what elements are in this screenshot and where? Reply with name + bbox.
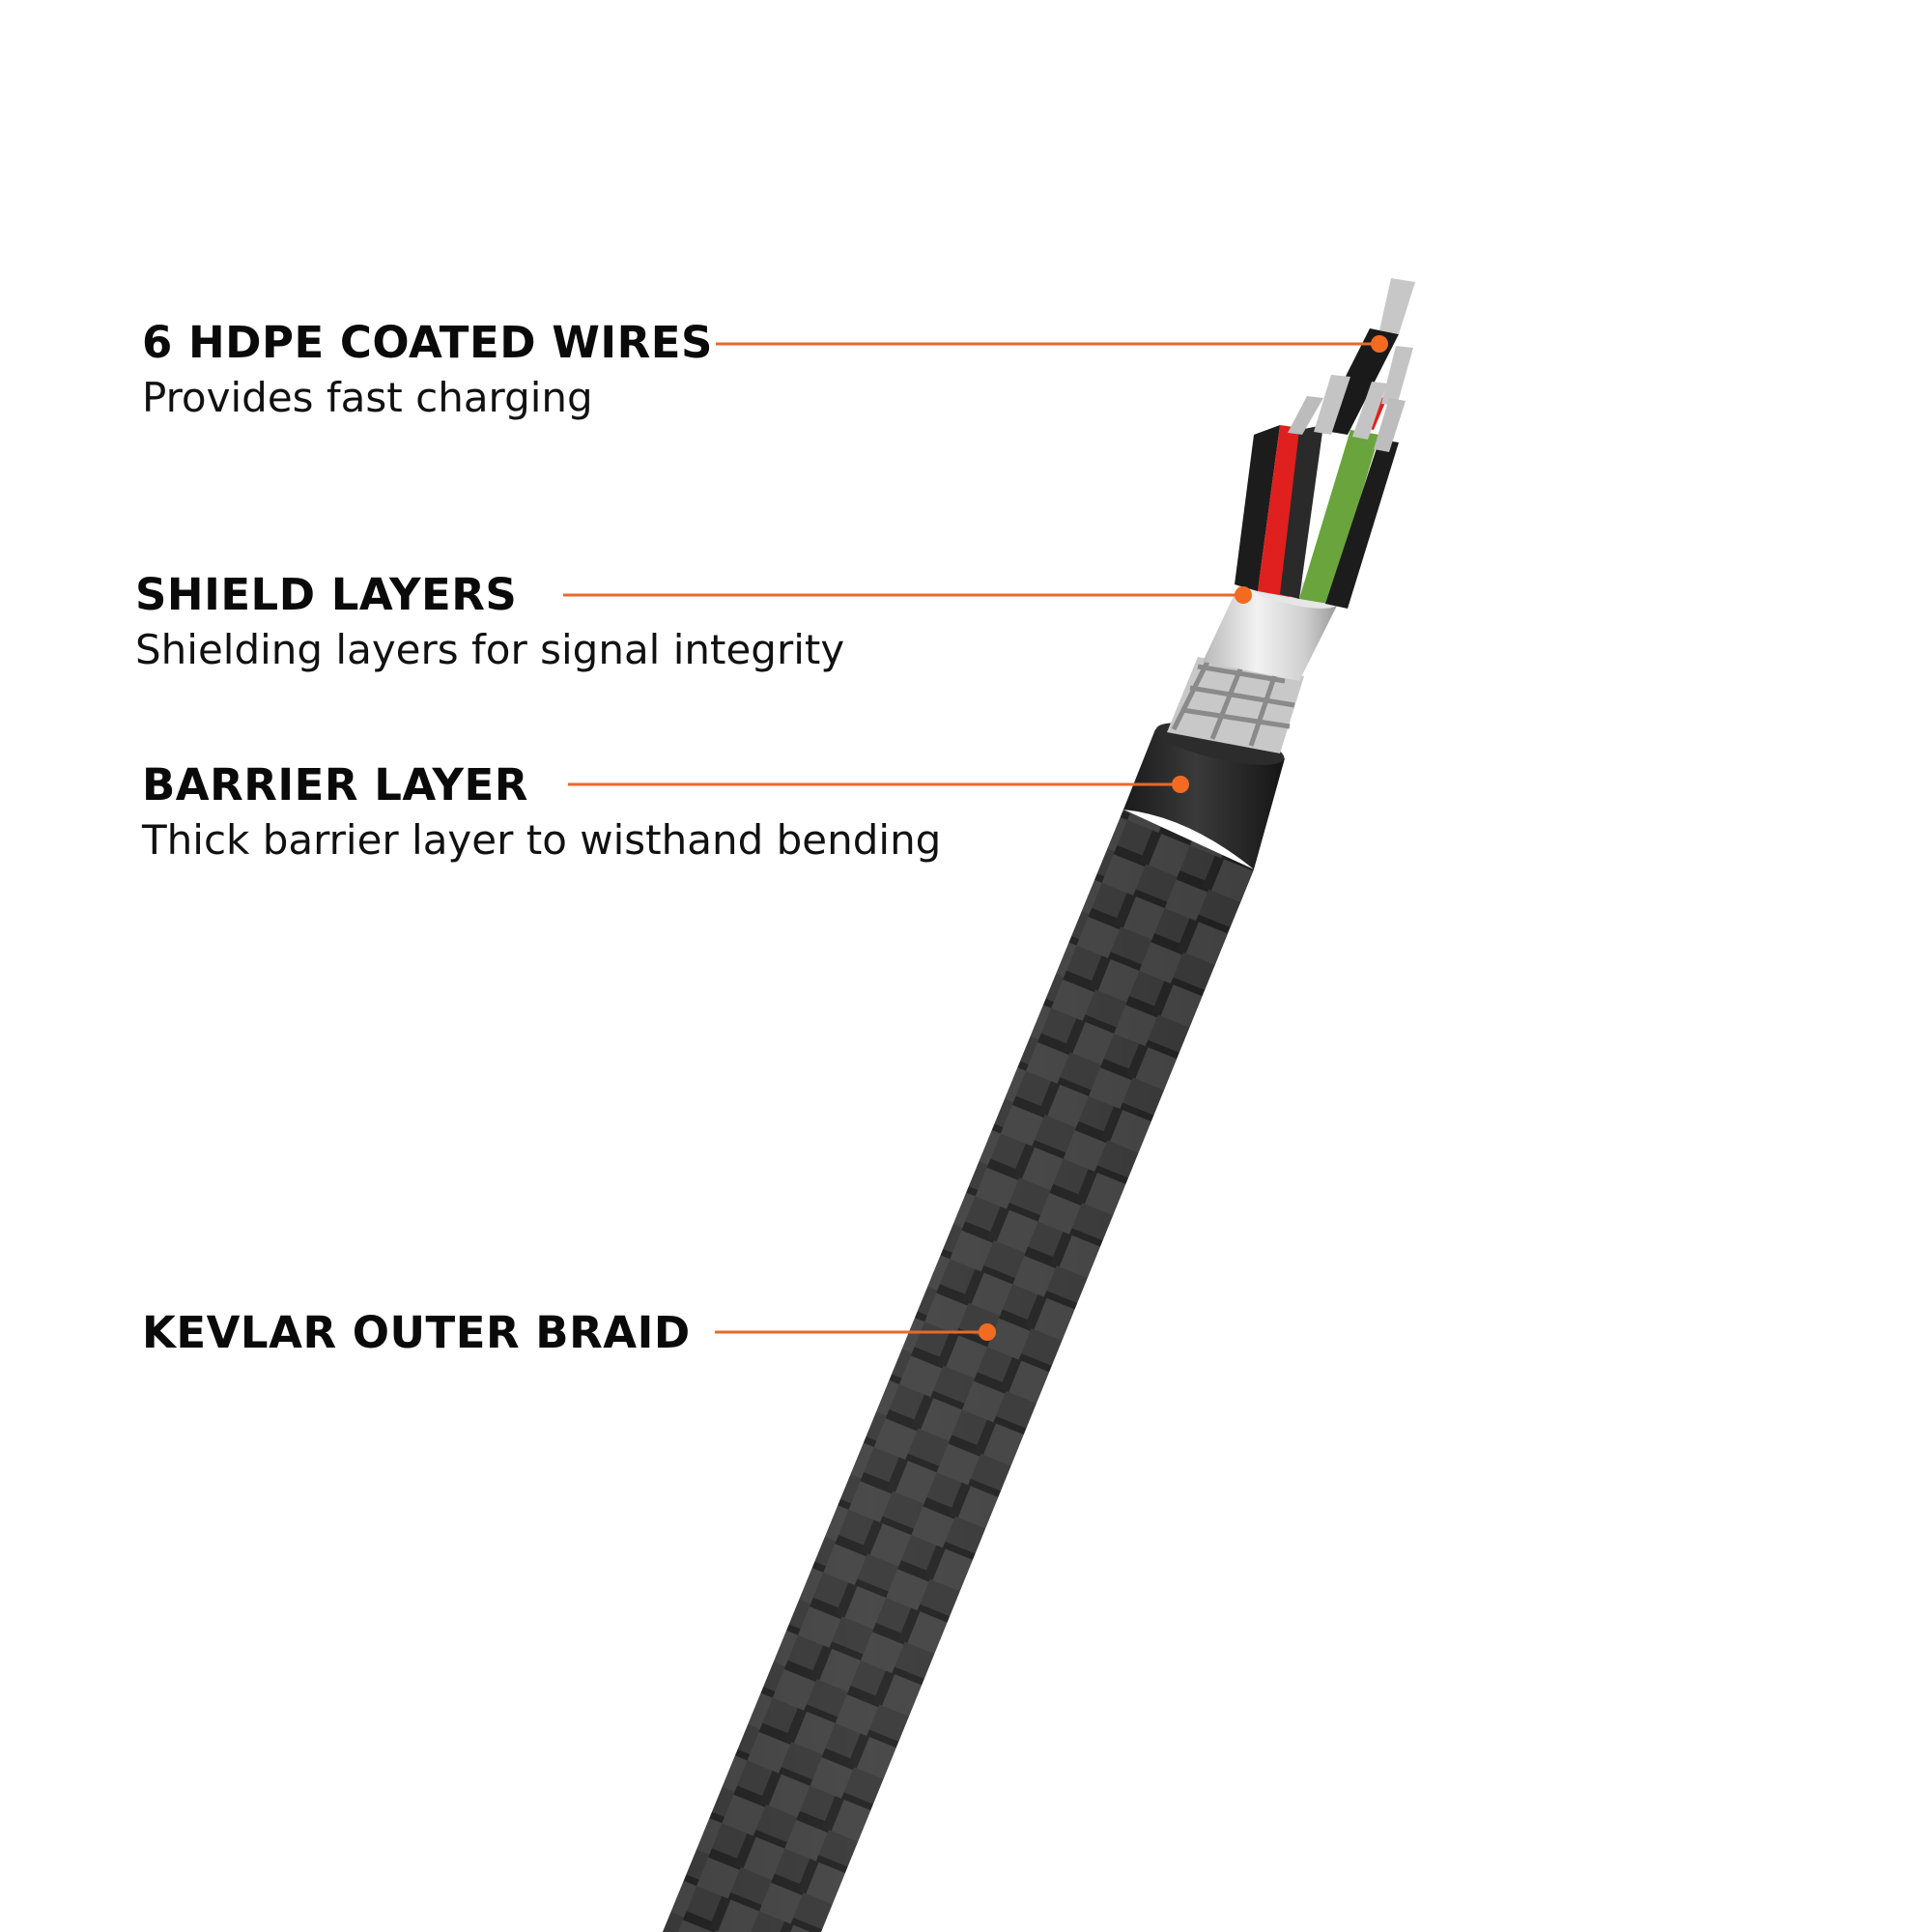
callout-barrier: BARRIER LAYER Thick barrier layer to wis… (142, 758, 941, 868)
leader-dot-kevlar (979, 1323, 996, 1341)
inner-wires (1235, 278, 1415, 609)
callout-kevlar-title: KEVLAR OUTER BRAID (142, 1307, 691, 1358)
kevlar-braid (663, 810, 1254, 1932)
braided-shield (1167, 657, 1304, 753)
callout-leaders (563, 335, 1388, 1341)
callout-barrier-title: BARRIER LAYER (142, 759, 528, 810)
callout-wires-title: 6 HDPE COATED WIRES (142, 317, 713, 368)
callout-shield-title: SHIELD LAYERS (135, 569, 518, 620)
callout-barrier-description: Thick barrier layer to wisthand bending (142, 816, 942, 864)
callout-kevlar: KEVLAR OUTER BRAID (142, 1306, 691, 1360)
callout-wires: 6 HDPE COATED WIRES Provides fast chargi… (142, 316, 713, 426)
leader-dot-shield (1235, 586, 1252, 604)
callout-shield: SHIELD LAYERS Shielding layers for signa… (135, 568, 844, 678)
callout-shield-description: Shielding layers for signal integrity (135, 626, 845, 673)
callout-wires-description: Provides fast charging (142, 374, 593, 421)
leader-dot-barrier (1172, 776, 1189, 793)
leader-dot-wires (1371, 335, 1388, 353)
